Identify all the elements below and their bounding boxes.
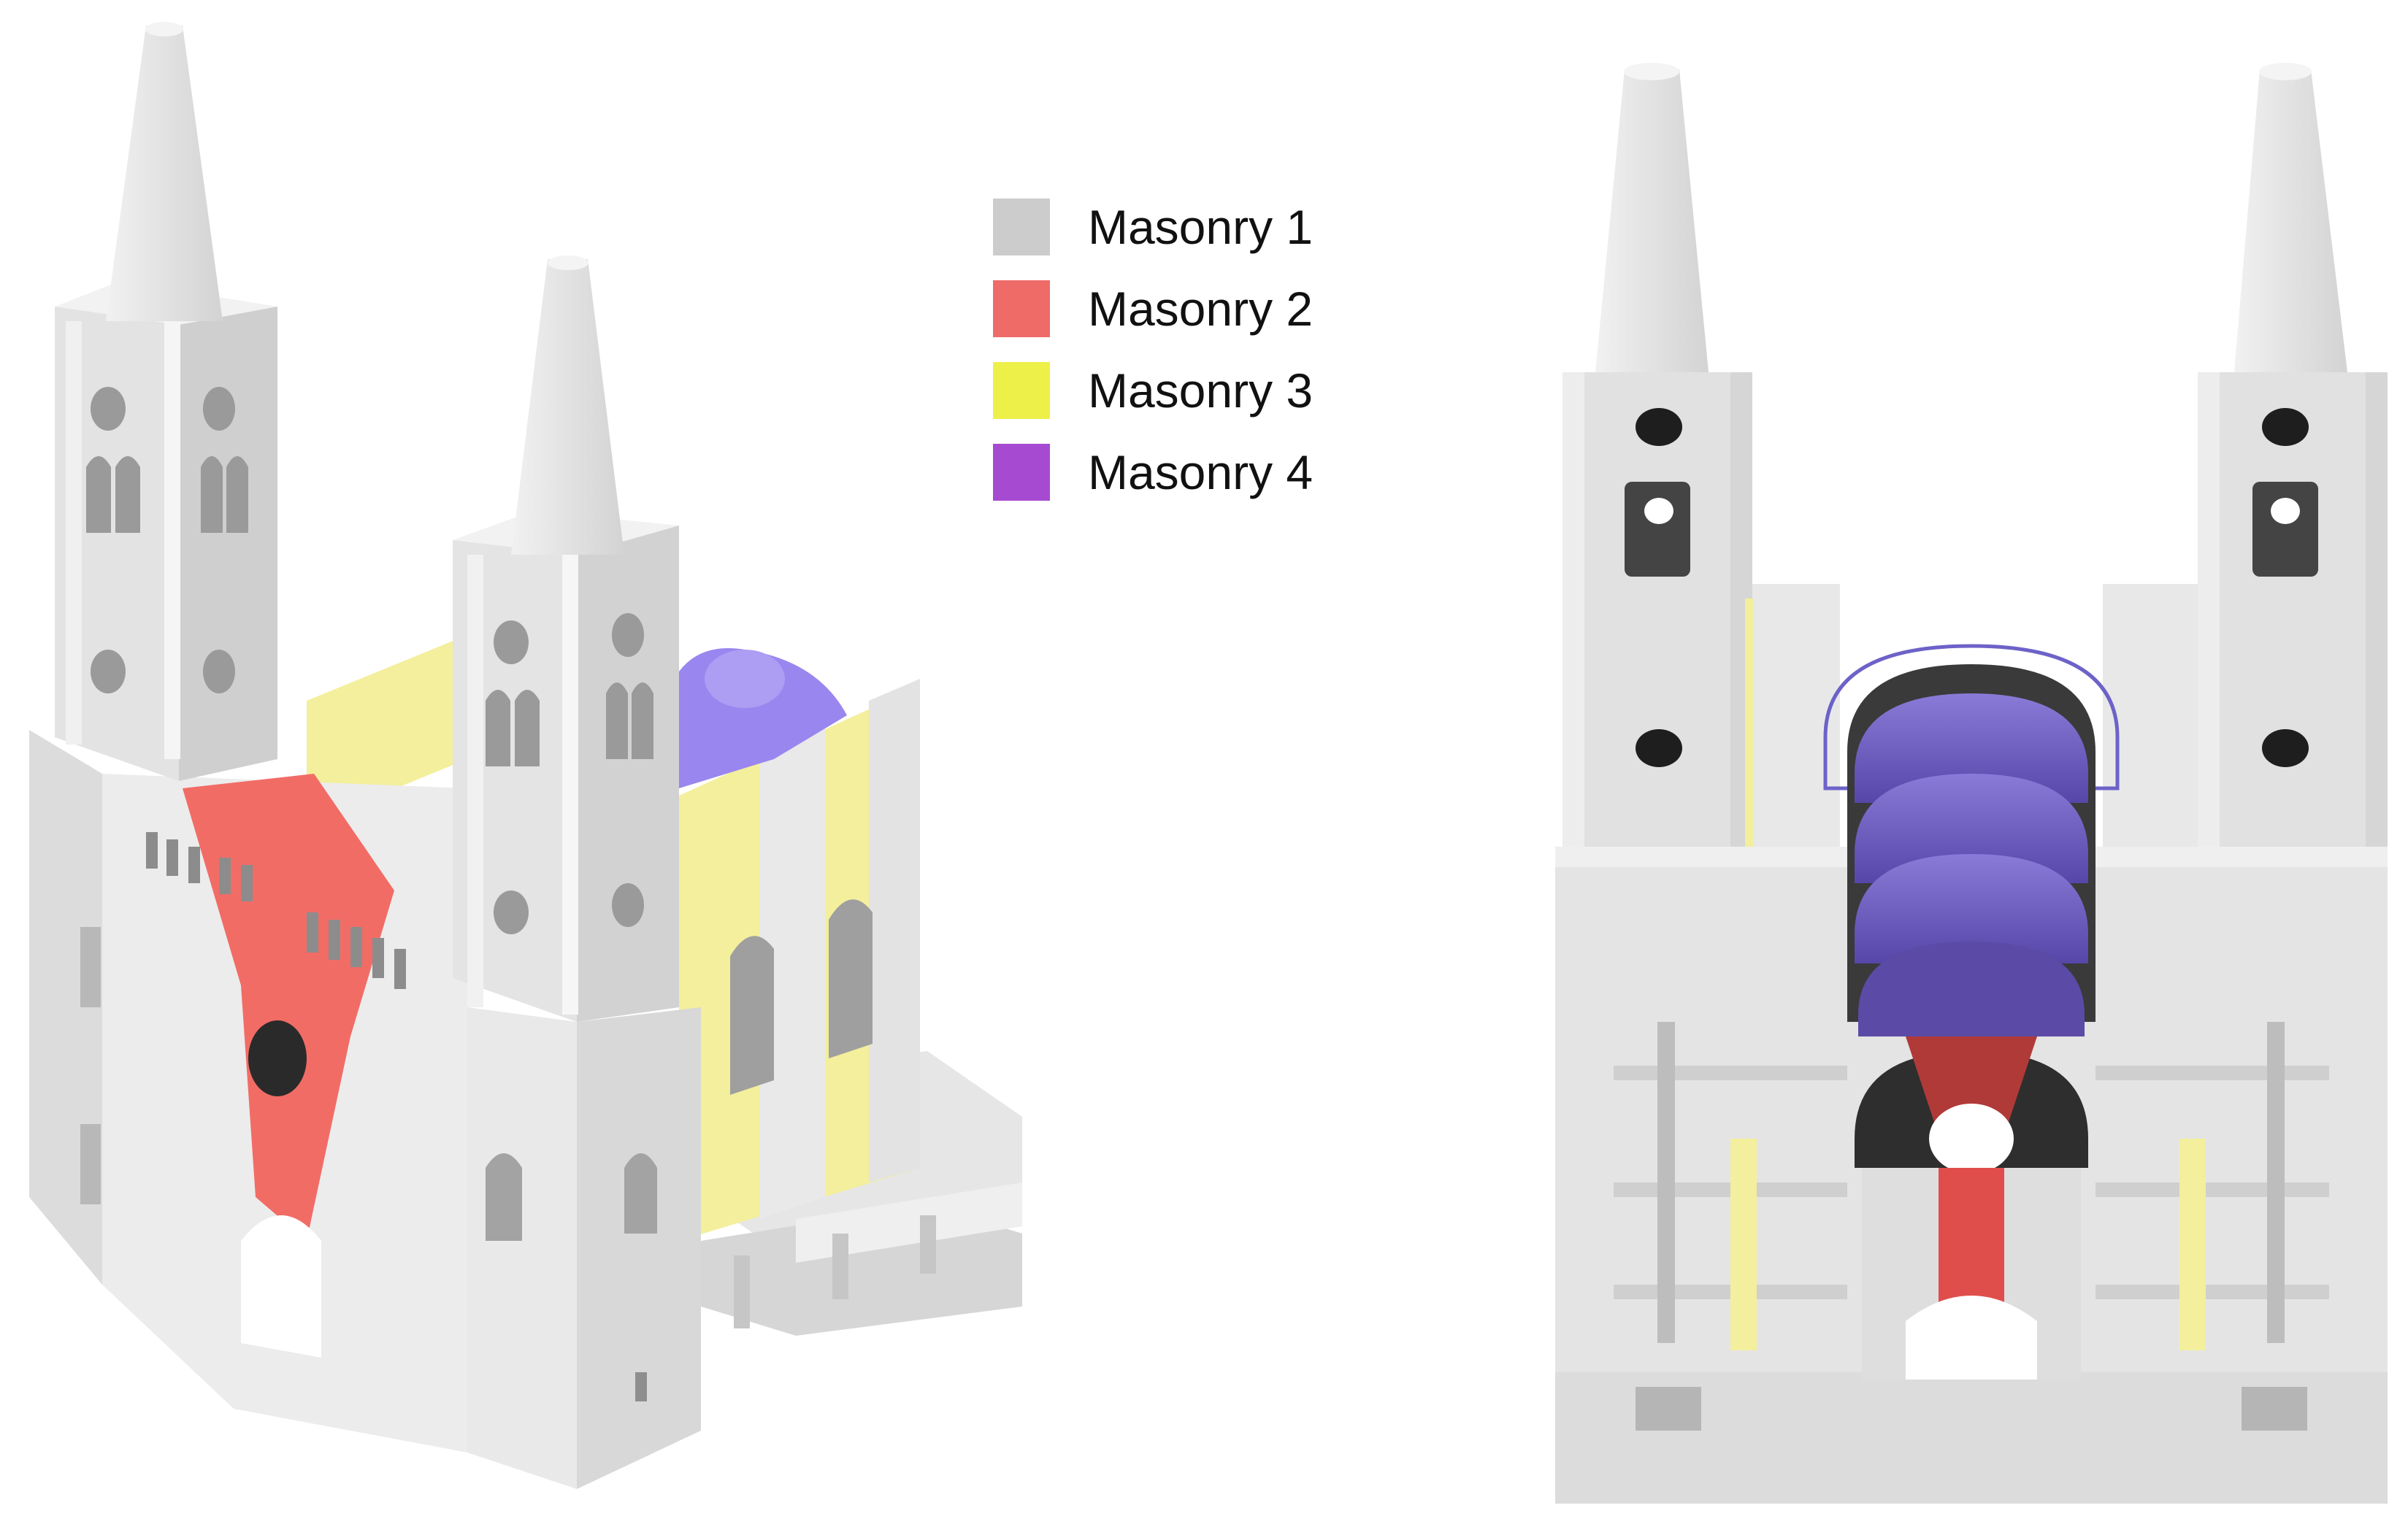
legend-item-masonry-3: Masonry 3 (993, 350, 1313, 431)
left-tower (55, 22, 277, 781)
legend-swatch (993, 280, 1050, 337)
facade-left-block (29, 730, 467, 1453)
section-right-tower (2198, 63, 2388, 847)
legend-label: Masonry 2 (1088, 282, 1314, 336)
legend-item-masonry-2: Masonry 2 (993, 268, 1313, 350)
legend: Masonry 1 Masonry 2 Masonry 3 Masonry 4 (993, 186, 1313, 513)
legend-label: Masonry 1 (1088, 200, 1314, 254)
legend-swatch (993, 362, 1050, 419)
facade-right-block (467, 1007, 701, 1489)
legend-item-masonry-4: Masonry 4 (993, 431, 1313, 513)
section-vault-masonry-4 (1823, 644, 2120, 1036)
legend-label: Masonry 3 (1088, 363, 1314, 418)
legend-swatch (993, 199, 1050, 255)
section-left-tower (1562, 63, 1752, 847)
right-tower (453, 255, 679, 1022)
section-portal-masonry-2 (1855, 1036, 2088, 1380)
section-cathedral-model (1555, 63, 2388, 1504)
legend-label: Masonry 4 (1088, 445, 1314, 499)
nave-wall-masonry-3 (307, 635, 920, 1241)
isometric-cathedral-model (29, 22, 1022, 1489)
legend-swatch (993, 444, 1050, 501)
section-side-bays (1614, 1022, 2329, 1431)
legend-item-masonry-1: Masonry 1 (993, 186, 1313, 268)
